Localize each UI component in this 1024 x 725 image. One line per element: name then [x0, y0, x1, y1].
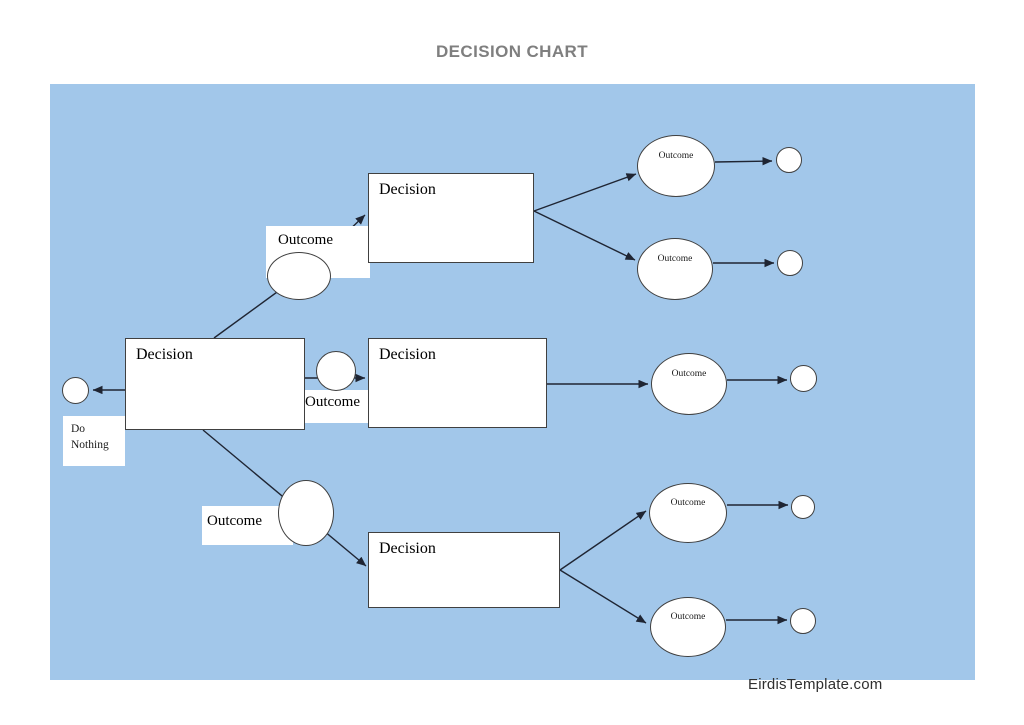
top-branch-outcome1-ellipse: Outcome: [637, 135, 715, 197]
bottom-branch-outcome2-ellipse: Outcome: [650, 597, 726, 657]
bottom-outcome-node: [278, 480, 334, 546]
mid-outcome-label: Outcome: [302, 390, 370, 423]
top-end-node-2: [777, 250, 803, 276]
top-end-node-1: [776, 147, 802, 173]
top-decision-box: Decision: [368, 173, 534, 263]
bottom-decision-text: Decision: [379, 540, 436, 557]
top-outcome-label-text: Outcome: [278, 232, 333, 248]
bottom-branch-outcome2-text: Outcome: [670, 612, 706, 622]
mid-decision-text: Decision: [379, 346, 436, 363]
do-nothing-line1: Do: [71, 423, 86, 435]
connector-top-decision-to-outcome2: [533, 210, 636, 261]
watermark-text: EirdisTemplate.com: [748, 676, 883, 693]
mid-outcome-node: [316, 351, 356, 391]
diagram-canvas: Outcome Outcome Outcome Do Nothing Outco…: [50, 84, 975, 680]
bottom-branch-outcome1-ellipse: Outcome: [649, 483, 727, 543]
bottom-decision-box: Decision: [368, 532, 560, 608]
mid-branch-outcome1-text: Outcome: [671, 369, 707, 379]
bottom-branch-outcome1-text: Outcome: [670, 498, 706, 508]
do-nothing-end-node: [62, 377, 89, 404]
root-decision-text: Decision: [136, 346, 193, 363]
top-branch-outcome2-text: Outcome: [657, 254, 693, 264]
connector-layer: [92, 156, 789, 625]
root-decision-box: Decision: [125, 338, 305, 430]
mid-outcome-label-text: Outcome: [305, 394, 360, 410]
top-decision-text: Decision: [379, 181, 436, 198]
connector-bottom-decision-to-outcome2: [559, 569, 647, 624]
bottom-end-node-2: [790, 608, 816, 634]
connector-bottom-decision-to-outcome1: [559, 510, 647, 571]
bottom-outcome-label: Outcome: [202, 506, 293, 545]
page-title: DECISION CHART: [436, 42, 588, 61]
connector-top-outcome1-to-end: [714, 156, 773, 166]
mid-end-node: [790, 365, 817, 392]
mid-decision-box: Decision: [368, 338, 547, 428]
do-nothing-line2: Nothing: [71, 439, 109, 451]
top-branch-outcome2-ellipse: Outcome: [637, 238, 713, 300]
do-nothing-label: Do Nothing: [63, 416, 125, 466]
top-outcome-node: [267, 252, 331, 300]
bottom-end-node-1: [791, 495, 815, 519]
connector-top-decision-to-outcome1: [533, 173, 637, 212]
bottom-outcome-label-text: Outcome: [207, 513, 262, 529]
top-branch-outcome1-text: Outcome: [658, 151, 694, 161]
mid-branch-outcome1-ellipse: Outcome: [651, 353, 727, 415]
